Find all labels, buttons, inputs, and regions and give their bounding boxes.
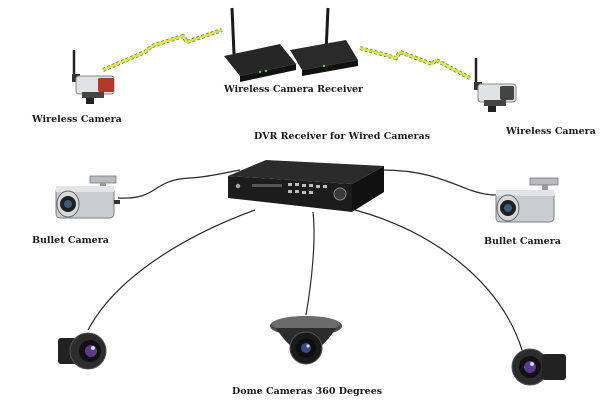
- label-wireless-camera-receiver: Wireless Camera Receiver: [224, 84, 364, 95]
- label-dvr-receiver: DVR Receiver for Wired Cameras: [254, 131, 431, 142]
- dome-camera-center-icon: [270, 316, 342, 365]
- cable-dome-center: [305, 211, 315, 316]
- cable-dome-left: [87, 209, 256, 331]
- bullet-camera-right-icon: [495, 177, 559, 223]
- label-bullet-camera-left: Bullet Camera: [32, 235, 109, 246]
- wireless-receiver-icon: [224, 7, 358, 82]
- label-wireless-camera-right: Wireless Camera: [506, 126, 596, 137]
- label-dome-cameras: Dome Cameras 360 Degrees: [232, 386, 383, 397]
- cable-bullet-left: [117, 169, 241, 199]
- dvr-receiver-icon: [228, 160, 384, 212]
- cable-dome-right: [354, 209, 523, 351]
- wireless-camera-left-icon: [72, 50, 115, 104]
- label-wireless-camera-left: Wireless Camera: [32, 114, 122, 125]
- wireless-camera-right-icon: [474, 58, 517, 112]
- dome-camera-right-icon: [511, 348, 566, 386]
- dome-camera-left-icon: [58, 332, 107, 370]
- bullet-camera-left-icon: [55, 175, 120, 219]
- label-bullet-camera-right: Bullet Camera: [484, 236, 561, 247]
- wireless-signal-left: [102, 28, 223, 72]
- wireless-signal-right: [359, 46, 471, 80]
- cable-bullet-right: [381, 169, 506, 196]
